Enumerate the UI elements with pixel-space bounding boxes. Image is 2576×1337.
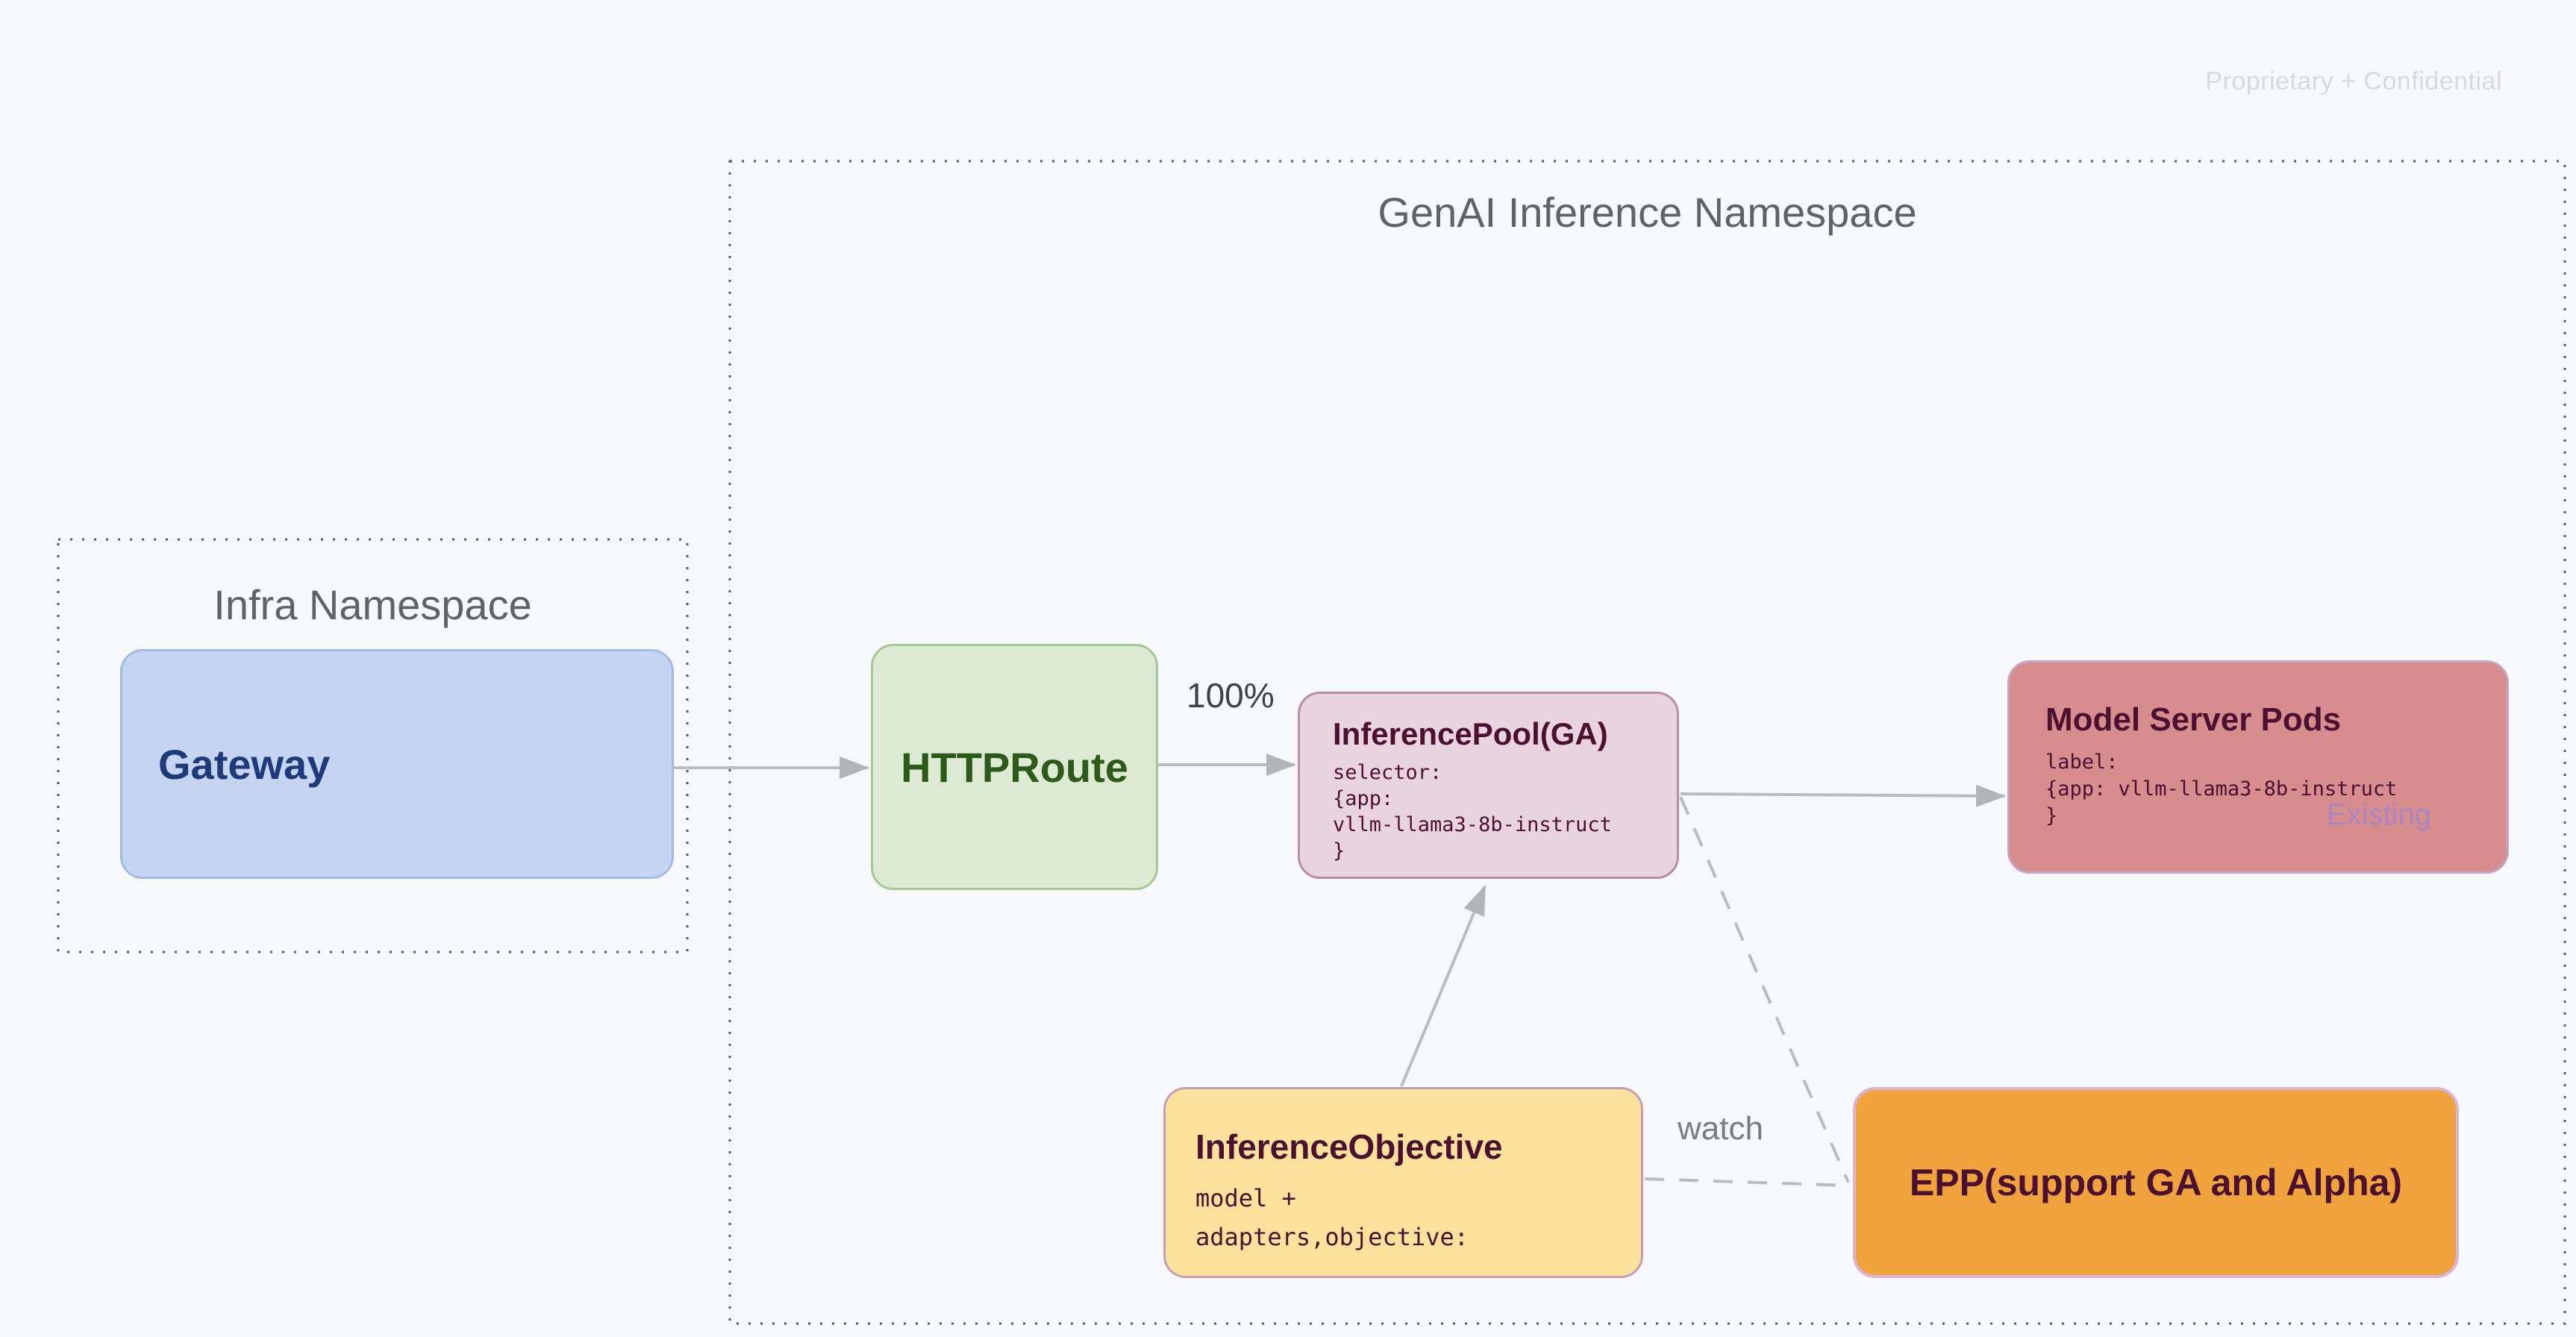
inferencepool-code-line: } [1333,839,1345,862]
gateway-label: Gateway [158,740,331,788]
epp-node[interactable]: EPP(support GA and Alpha) [1853,1087,2459,1278]
watch-label: watch [1678,1110,1763,1147]
model-server-pods-code-line: } [2045,804,2058,827]
edge-objective-to-inferencepool [1400,885,1486,1087]
inferenceobjective-node[interactable]: InferenceObjective model + adapters,obje… [1163,1087,1643,1278]
model-server-pods-code-line: label: [2045,751,2119,774]
edge-inferencepool-to-pods [1680,784,2006,807]
existing-badge: Existing [2327,798,2432,831]
model-server-pods-code-line: {app: vllm-llama3-8b-instruct [2045,777,2398,801]
inferencepool-code-line: selector: [1333,761,1442,784]
inferencepool-title: InferencePool(GA) [1333,716,1608,751]
genai-namespace-title: GenAI Inference Namespace [1378,189,1917,236]
epp-label: EPP(support GA and Alpha) [1909,1162,2403,1203]
httproute-label: HTTPRoute [901,743,1128,791]
model-server-pods-title: Model Server Pods [2045,701,2342,738]
inferenceobjective-title: InferenceObjective [1195,1127,1503,1166]
inferenceobjective-code-line: model + [1195,1184,1296,1212]
inferencepool-code-line: vllm-llama3-8b-instruct [1333,813,1612,836]
httproute-node[interactable]: HTTPRoute [871,644,1158,890]
model-server-pods-node[interactable]: Model Server Pods label: {app: vllm-llam… [2007,660,2509,874]
inferencepool-code-line: {app: [1333,787,1394,810]
gateway-node[interactable]: Gateway [120,649,674,879]
route-weight-label: 100% [1187,676,1275,715]
edge-epp-to-inferencepool-dashed [1679,796,1850,1183]
inferenceobjective-code-line: adapters,objective: [1195,1223,1469,1251]
watermark: Proprietary + Confidential [2205,67,2502,96]
inferencepool-node[interactable]: InferencePool(GA) selector: {app: vllm-l… [1298,692,1679,879]
edge-objective-to-epp-watch-dashed [1644,1177,1850,1187]
infra-namespace-title: Infra Namespace [213,581,532,628]
